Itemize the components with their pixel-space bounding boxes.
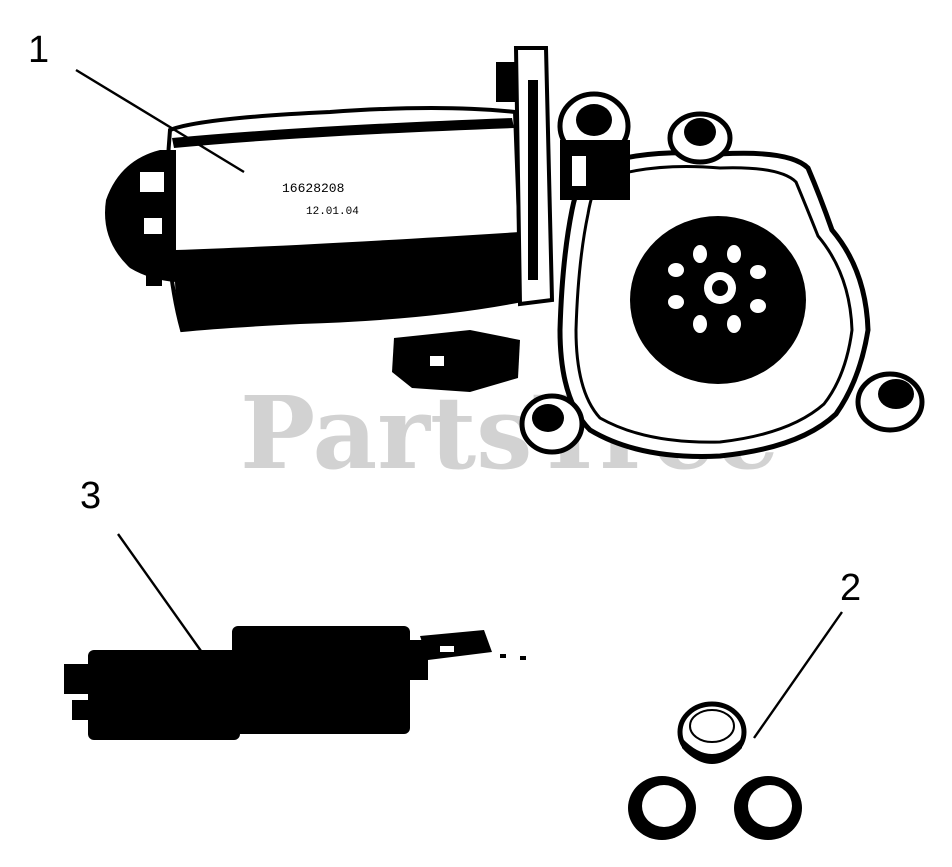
- callout-2-leader: [753, 611, 843, 739]
- mounting-ear-left: [519, 393, 585, 455]
- motor-can: 16628208 12.01.04: [164, 106, 525, 333]
- motor-end-cap: [105, 150, 176, 286]
- callout-3-label: 3: [80, 475, 101, 517]
- mounting-ear-top: [667, 111, 733, 165]
- output-gear: [630, 216, 806, 384]
- bushing-top: [677, 701, 747, 764]
- armature-body: [64, 626, 526, 740]
- callout-3-leader: [117, 533, 207, 659]
- gear-boss: [557, 91, 631, 200]
- part-1-motor-assembly[interactable]: 16628208 12.01.04: [28, 29, 925, 459]
- callout-2-label: 2: [840, 567, 861, 609]
- callout-1-label: 1: [28, 29, 49, 71]
- bushing-bottom-right: [734, 776, 802, 840]
- part-2-bushings[interactable]: 2: [628, 567, 861, 840]
- mounting-ear-right: [855, 371, 925, 433]
- bushing-bottom-left: [628, 776, 696, 840]
- motor-date-code: 12.01.04: [306, 206, 359, 218]
- motor-connector-plug: [392, 330, 520, 392]
- motor-part-marking: 16628208: [282, 181, 344, 196]
- part-3-armature[interactable]: 3: [64, 475, 526, 740]
- callout-1-leader: [75, 68, 245, 174]
- motor-bracket: [496, 46, 555, 307]
- gear-housing: [519, 91, 925, 459]
